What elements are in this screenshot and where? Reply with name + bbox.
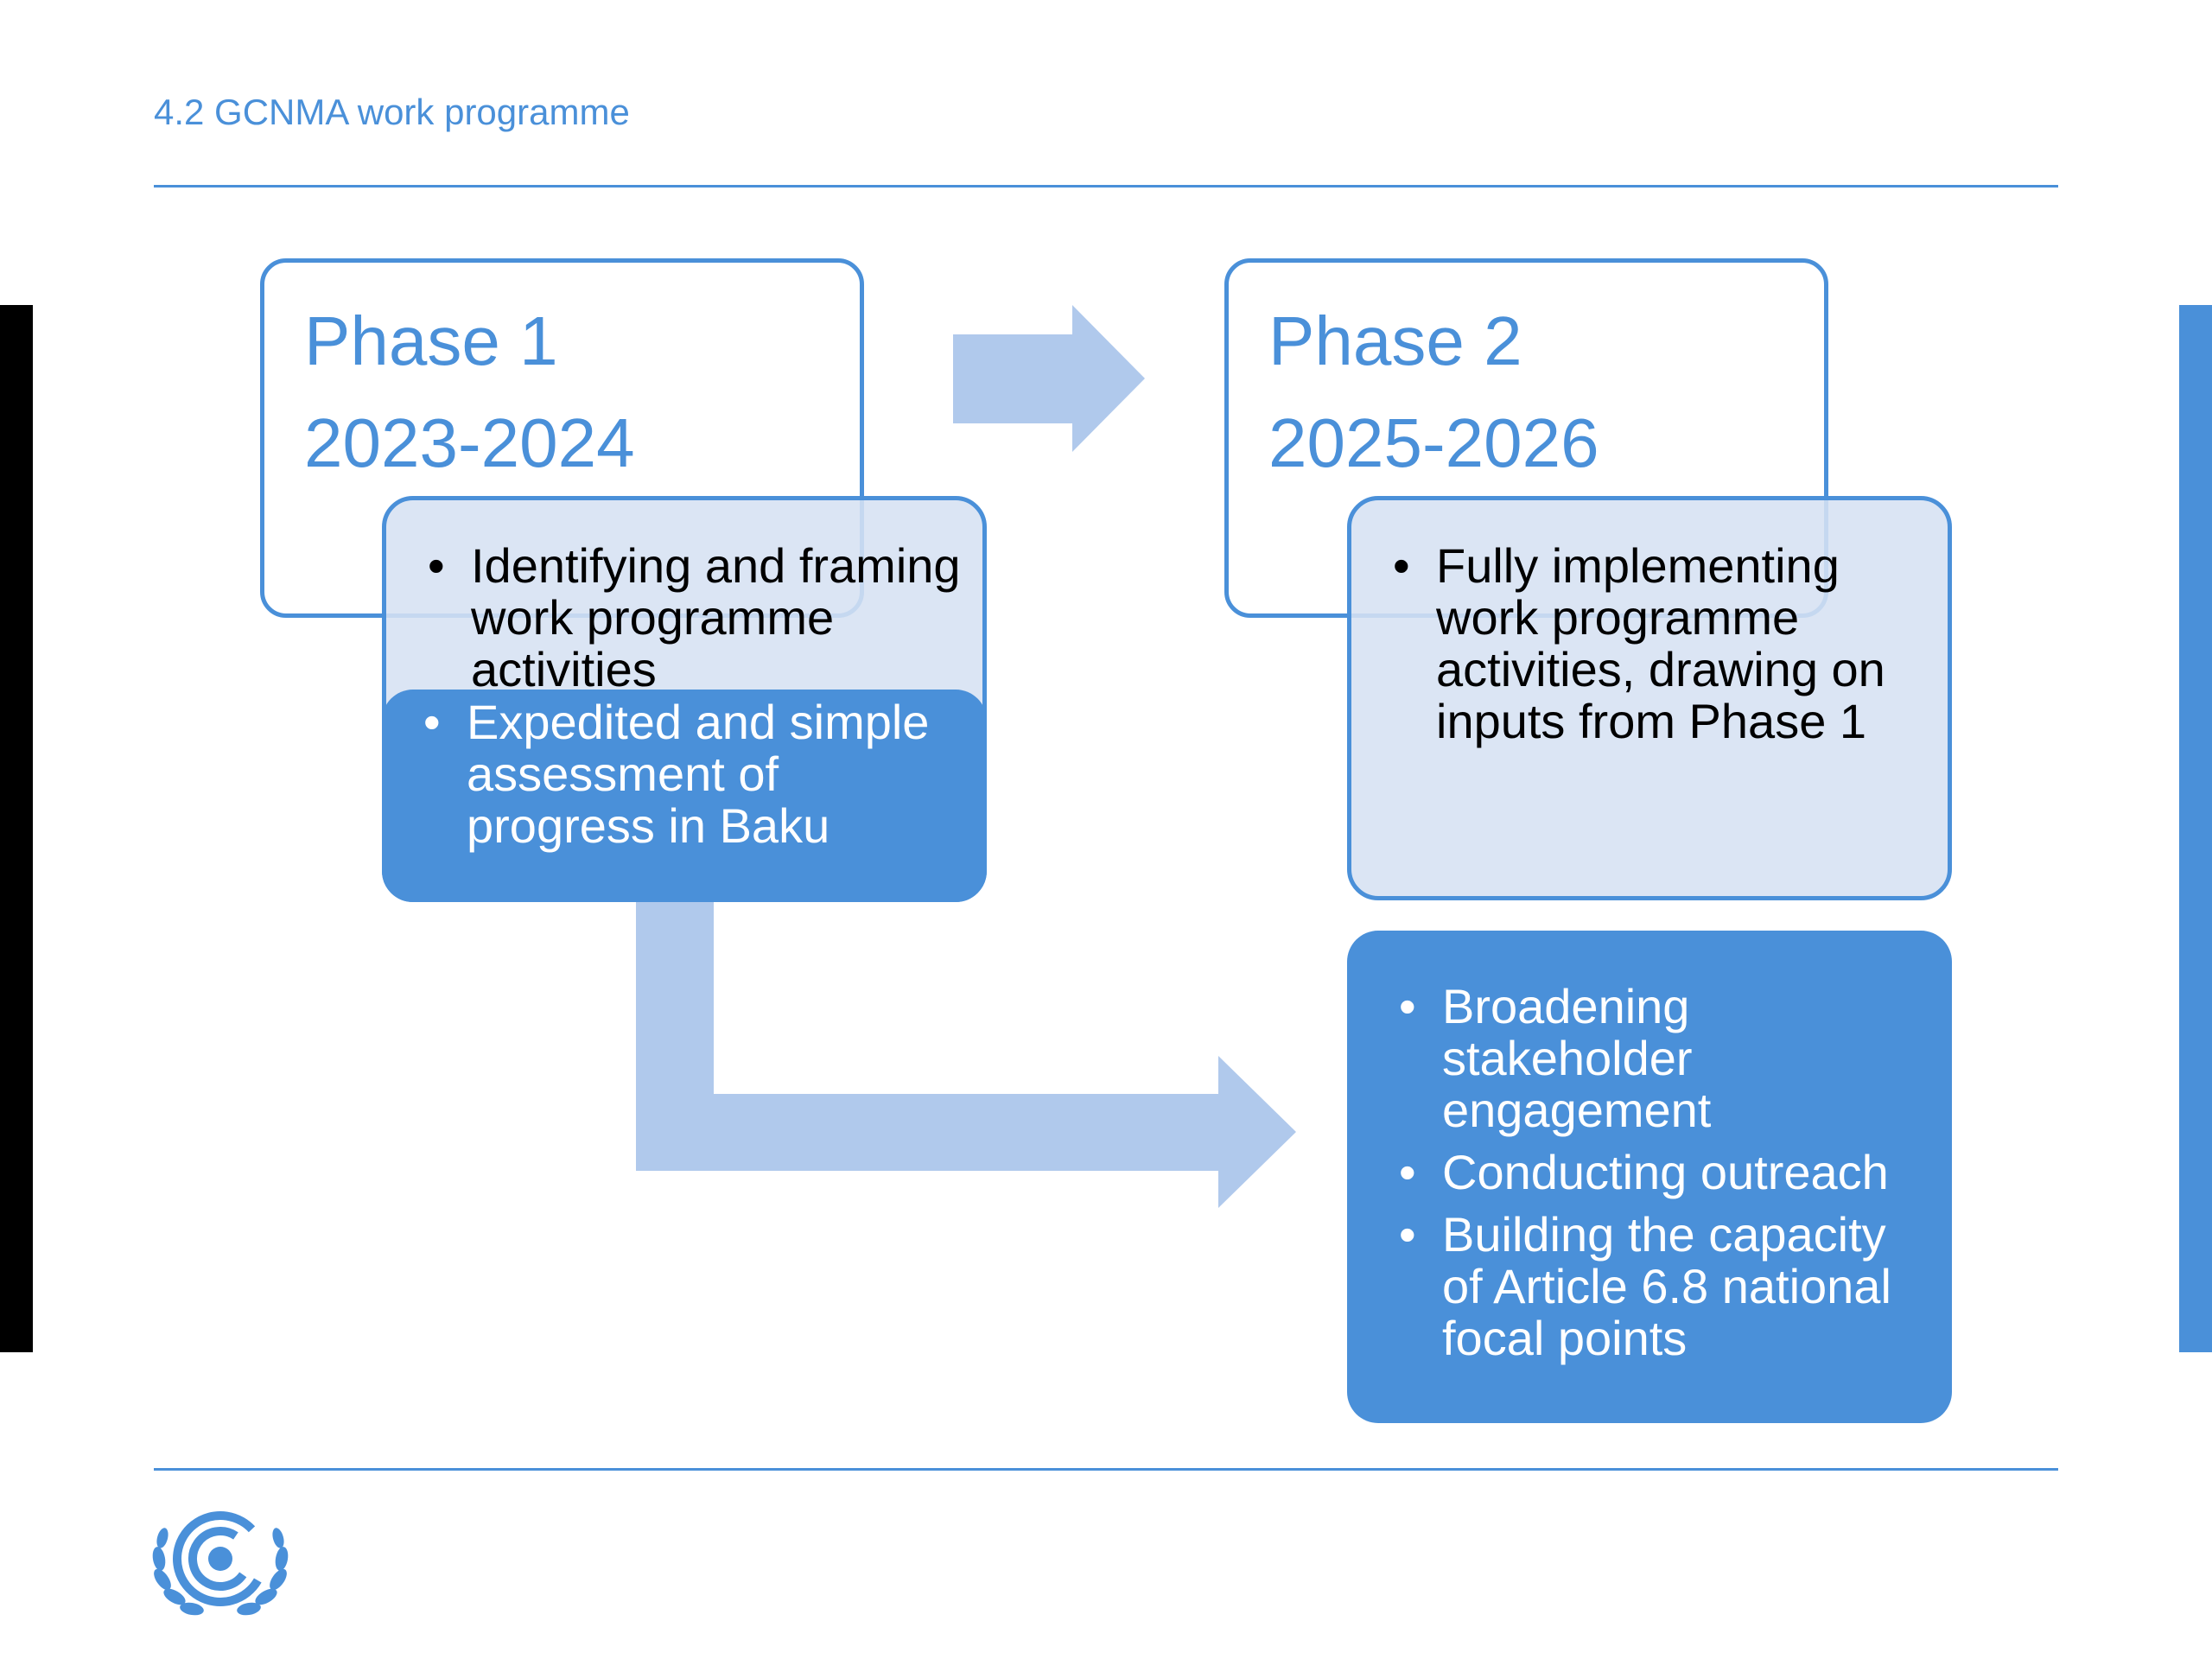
phase-1-label: Phase 1 [304, 302, 558, 379]
list-item: Expedited and simple assessment of progr… [408, 696, 969, 852]
right-side-bar [2179, 305, 2212, 1352]
left-side-bar [0, 305, 33, 1352]
phase-2-activities-card: Fully implementing work programme activi… [1347, 496, 1952, 900]
list-item: Building the capacity of Article 6.8 nat… [1383, 1209, 1936, 1364]
phase-2-years: 2025-2026 [1268, 404, 1599, 481]
list-item: Identifying and framing work programme a… [412, 540, 965, 696]
footer-divider [154, 1468, 2058, 1471]
phase-2-activities-list: Fully implementing work programme activi… [1377, 540, 1939, 747]
outreach-list: Broadening stakeholder engagement Conduc… [1383, 981, 1936, 1364]
phase-1-assessment-card: Expedited and simple assessment of progr… [382, 690, 987, 902]
un-climate-change-emblem-icon [152, 1511, 289, 1616]
list-item: Fully implementing work programme activi… [1377, 540, 1939, 747]
phase-1-assessment-list: Expedited and simple assessment of progr… [408, 696, 969, 852]
bent-arrow-to-outreach [636, 900, 1296, 1208]
phase-arrow-right [953, 305, 1145, 452]
phase-1-years: 2023-2024 [304, 404, 635, 481]
header-divider [154, 185, 2058, 188]
phase-1-activities-list: Identifying and framing work programme a… [412, 540, 965, 696]
phase-2-label: Phase 2 [1268, 302, 1522, 379]
list-item: Broadening stakeholder engagement [1383, 981, 1936, 1136]
slide-title: 4.2 GCNMA work programme [154, 92, 630, 132]
list-item: Conducting outreach [1383, 1147, 1936, 1199]
outreach-card: Broadening stakeholder engagement Conduc… [1347, 931, 1952, 1423]
